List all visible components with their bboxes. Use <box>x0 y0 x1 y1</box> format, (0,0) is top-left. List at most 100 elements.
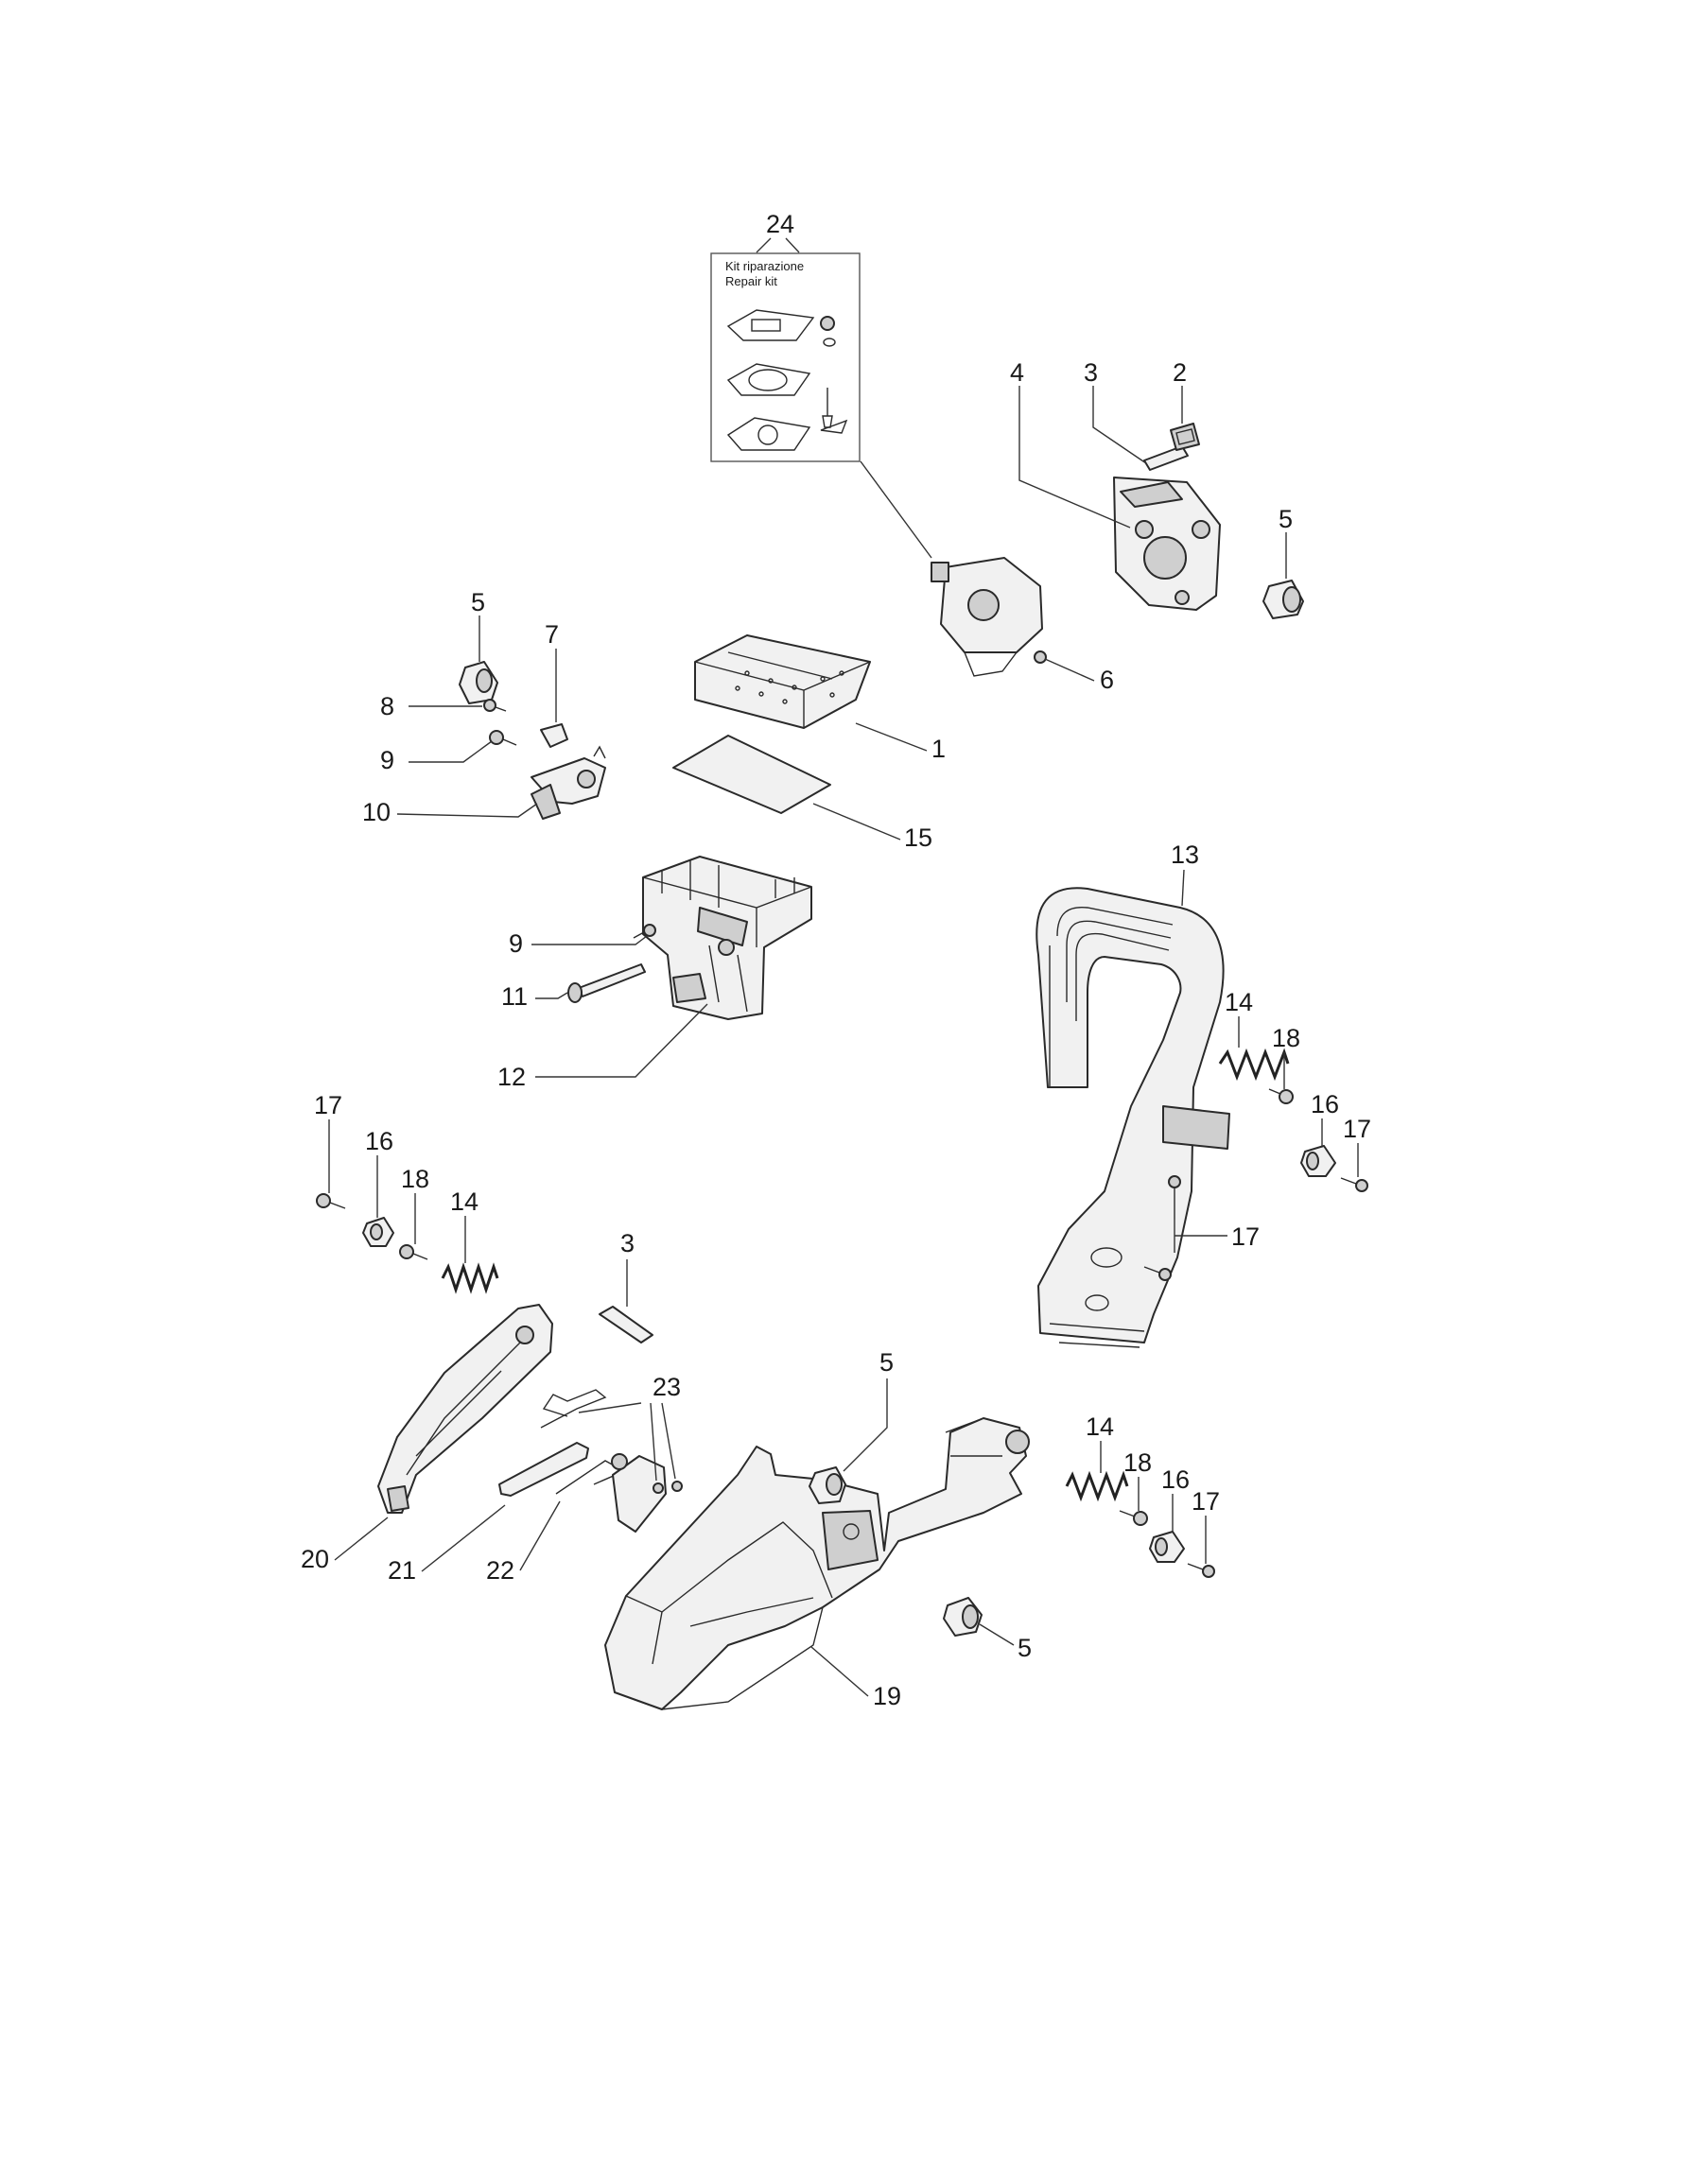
callout-14-right-bottom: 14 <box>1086 1413 1114 1441</box>
trigger-pin <box>599 1306 653 1343</box>
damper-cap-left <box>459 661 498 704</box>
nut-16-right-bottom <box>1149 1531 1185 1563</box>
throttle-lockout <box>377 1304 553 1514</box>
screw-17-handle-b <box>1143 1266 1172 1281</box>
callout-3-top: 3 <box>1084 358 1098 387</box>
screw-18-right-top <box>1268 1088 1294 1104</box>
trigger-lever-21 <box>498 1442 589 1497</box>
callout-6: 6 <box>1100 666 1114 694</box>
callout-13: 13 <box>1171 841 1199 869</box>
front-handle <box>1035 887 1230 1348</box>
leader-12 <box>535 1003 708 1078</box>
callout-24: 24 <box>766 210 794 238</box>
leader-5-bottom <box>979 1623 1015 1646</box>
callout-14-right-top: 14 <box>1225 988 1253 1016</box>
damper-cap-handle <box>809 1466 846 1504</box>
callout-5-bottom: 5 <box>1018 1634 1032 1662</box>
leader-24 <box>756 237 800 253</box>
leader-15 <box>812 803 901 841</box>
leader-11 <box>535 992 568 999</box>
kit-needle-icon <box>820 316 848 434</box>
callout-20: 20 <box>301 1545 329 1573</box>
small-screw-8 <box>483 699 507 712</box>
leader-21 <box>421 1504 506 1572</box>
callout-17-handle: 17 <box>1231 1222 1260 1251</box>
filter-pad <box>672 735 831 814</box>
callout-23: 23 <box>653 1373 681 1401</box>
callout-19: 19 <box>873 1682 901 1710</box>
callout-5-left: 5 <box>471 588 485 616</box>
leader-17-handle <box>1174 1220 1227 1253</box>
damper-cap-right <box>1262 580 1304 619</box>
spring-left <box>441 1262 499 1294</box>
leader-5-handle <box>843 1378 888 1472</box>
choke-lever <box>531 745 606 820</box>
small-screw-9-mid <box>633 924 656 939</box>
leader-19 <box>810 1646 869 1697</box>
kit-gasket-top-icon <box>726 309 815 341</box>
repair-kit-box: Kit riparazione Repair kit <box>710 252 861 462</box>
callout-5-handle: 5 <box>879 1348 894 1377</box>
leader-9-top <box>409 740 493 763</box>
callout-16-right-top: 16 <box>1311 1090 1339 1118</box>
callout-7: 7 <box>545 620 559 649</box>
callout-12: 12 <box>497 1063 526 1091</box>
clip-part <box>540 723 568 748</box>
repair-kit-title-it: Kit riparazione <box>725 259 804 273</box>
spring-right-bottom <box>1065 1470 1129 1502</box>
callout-9-mid: 9 <box>509 929 523 958</box>
small-screw-9-top <box>489 730 517 746</box>
leader-24-to-carb <box>860 460 932 559</box>
callout-3-bottom: 3 <box>620 1229 635 1257</box>
leader-20 <box>334 1517 389 1561</box>
callout-14-left: 14 <box>450 1187 479 1216</box>
kit-gasket-ring-icon <box>726 363 811 396</box>
screw-18-left <box>399 1244 428 1260</box>
callout-18-right-top: 18 <box>1272 1024 1300 1052</box>
carburetor <box>931 557 1047 677</box>
throttle-trigger-23 <box>611 1453 683 1533</box>
screw-17-right-bottom <box>1187 1563 1215 1578</box>
callout-15: 15 <box>904 823 932 852</box>
callout-16-left: 16 <box>365 1127 393 1155</box>
damper-cap-bottom <box>943 1597 983 1637</box>
leader-22 <box>519 1500 561 1571</box>
leader-23 <box>578 1402 676 1482</box>
callout-16-right-bottom: 16 <box>1161 1465 1190 1494</box>
callout-11: 11 <box>501 982 528 1011</box>
screw-17-handle-a <box>1168 1175 1181 1220</box>
long-bolt-11 <box>567 963 646 1003</box>
callout-2: 2 <box>1173 358 1187 387</box>
leader-10 <box>396 803 538 818</box>
nut-16-right-top <box>1300 1145 1336 1177</box>
leader-4 <box>1018 386 1131 529</box>
screw-17-right-top <box>1340 1177 1368 1192</box>
callout-17-left: 17 <box>314 1091 342 1119</box>
leader-6 <box>1044 658 1095 682</box>
wire-spring <box>540 1389 607 1429</box>
callout-8: 8 <box>380 692 394 720</box>
screw-17-left <box>316 1193 346 1209</box>
air-filter <box>694 634 871 729</box>
callout-5-right: 5 <box>1279 505 1293 533</box>
leader-3-top <box>1092 386 1147 464</box>
screw-18-right-bottom <box>1119 1510 1148 1526</box>
leader-9-mid <box>531 935 648 945</box>
carburetor-bracket <box>1113 477 1221 611</box>
bracket-pin <box>1143 445 1189 471</box>
callout-10: 10 <box>362 798 391 826</box>
callout-17-right-bottom: 17 <box>1192 1487 1220 1516</box>
small-gasket <box>1170 423 1200 451</box>
callout-18-left: 18 <box>401 1165 429 1193</box>
kit-diaphragm-icon <box>726 417 811 451</box>
callout-22: 22 <box>486 1556 514 1585</box>
leader-1 <box>855 722 928 752</box>
filter-housing <box>642 856 812 1020</box>
callout-4: 4 <box>1010 358 1024 387</box>
callout-17-right-top: 17 <box>1343 1115 1371 1143</box>
repair-kit-title-en: Repair kit <box>725 274 777 288</box>
spring-right-top <box>1218 1048 1290 1082</box>
callout-18-right-bottom: 18 <box>1123 1448 1152 1477</box>
leader-13 <box>1181 869 1185 907</box>
